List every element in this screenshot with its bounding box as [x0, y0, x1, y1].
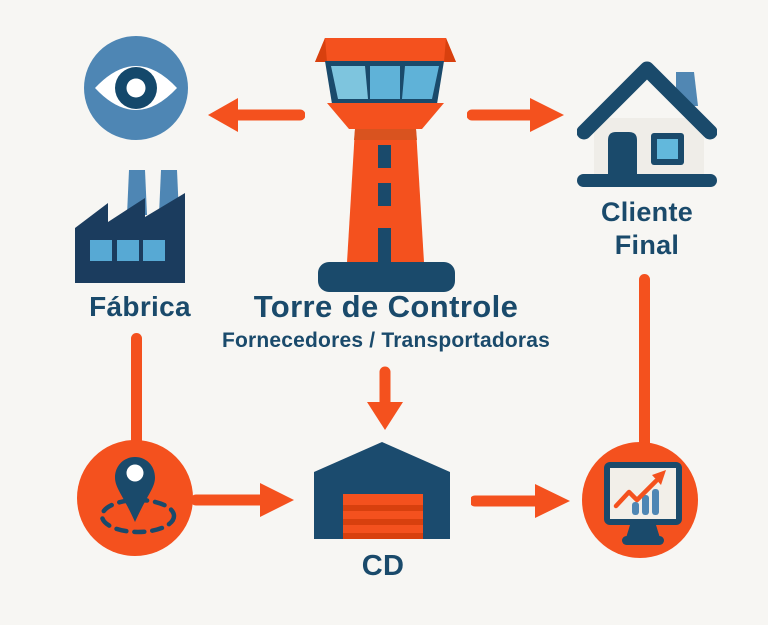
- location-pin-icon: [77, 440, 193, 556]
- connector-factory-to-pin: [131, 333, 142, 448]
- arrow-pin-to-cd: [192, 483, 294, 517]
- warehouse-icon: [314, 442, 450, 539]
- arrow-tower-to-cd: [367, 366, 403, 430]
- arrow-tower-to-cliente: [467, 98, 564, 132]
- arrow-tower-to-eye: [208, 98, 305, 132]
- house-icon: [577, 61, 717, 187]
- factory-label: Fábrica: [89, 291, 191, 322]
- factory-icon: [75, 170, 185, 283]
- connector-cliente-to-analytics: [639, 274, 650, 449]
- eye-icon: [84, 36, 188, 140]
- cliente-label-line2: Final: [614, 230, 680, 260]
- arrow-cd-to-analytics: [471, 484, 570, 518]
- tower-title: Torre de Controle: [253, 289, 519, 324]
- cliente-final-label: Cliente Final: [572, 196, 722, 262]
- analytics-monitor-icon: [582, 442, 698, 558]
- tower-subtitle: Fornecedores / Transportadoras: [221, 329, 551, 352]
- cliente-label-line1: Cliente: [600, 197, 694, 227]
- control-tower-icon: [315, 38, 456, 292]
- cd-label: CD: [361, 550, 405, 582]
